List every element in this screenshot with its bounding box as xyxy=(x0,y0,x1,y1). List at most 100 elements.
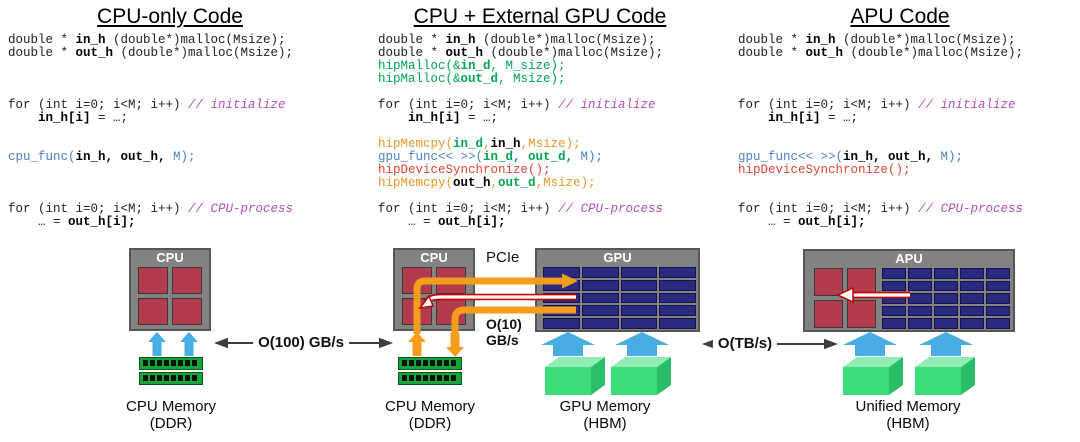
memory-type: (DDR) xyxy=(408,414,452,432)
code-line: in_h[i] = …; xyxy=(768,111,859,125)
code-line: for (int i=0; i<M; i++) // initialize xyxy=(738,98,1016,112)
code-line: gpu_func<< >>(in_d, out_d, M); xyxy=(378,150,604,164)
chip-label: CPU xyxy=(156,250,184,265)
code-line: double * in_h (double*)malloc(Msize); xyxy=(8,33,286,47)
hbm-box xyxy=(545,357,605,395)
pcie-label: PCIe xyxy=(486,249,520,266)
code-line xyxy=(8,73,293,86)
apu-chip: APU xyxy=(803,249,1015,332)
memory-name: CPU Memory xyxy=(125,398,216,415)
cpu-core xyxy=(847,268,876,296)
pcie-rate-line2: GB/s xyxy=(486,332,519,348)
memory-up-arrow xyxy=(541,332,595,356)
code-line xyxy=(738,60,1023,73)
gpu-compute-unit xyxy=(581,267,619,278)
cpu-core xyxy=(847,300,876,328)
cpu-cores xyxy=(138,267,202,325)
chip-label: CPU xyxy=(420,250,448,265)
gpu-compute-unit xyxy=(960,305,984,317)
code-line: gpu_func<< >>(in_h, out_h, M); xyxy=(738,150,964,164)
ddr-bandwidth-label: O(100) GB/s xyxy=(253,335,349,351)
cpu-core xyxy=(138,267,168,294)
gpu-compute-unit xyxy=(986,305,1010,317)
gpu-compute-unit xyxy=(620,292,658,304)
code-line: cpu_func(in_h, out_h, M); xyxy=(8,150,196,164)
gpu-compute-unit xyxy=(882,305,906,317)
cpu-core xyxy=(814,300,843,328)
code-line: hipDeviceSynchronize(); xyxy=(378,163,551,177)
apu-cpu-cores xyxy=(814,268,876,328)
cpu-core xyxy=(138,298,168,325)
memory-name: Unified Memory xyxy=(855,398,961,415)
gpu-compute-unit xyxy=(581,279,619,291)
memory-up-arrow xyxy=(180,332,198,356)
cpu-memory-label-left: CPU Memory (DDR) xyxy=(91,398,251,432)
gpu-compute-unit xyxy=(543,318,580,329)
ddr-dimm xyxy=(398,372,462,385)
hbm-box xyxy=(915,357,975,395)
code-line: double * out_h (double*)malloc(Msize); xyxy=(738,46,1024,60)
gpu-compute-unit xyxy=(543,292,580,304)
gpu-compute-unit xyxy=(620,305,658,317)
code-line xyxy=(738,125,1023,138)
gpu-compute-unit xyxy=(934,305,958,317)
pcie-rate-label: O(10) GB/s xyxy=(486,316,522,348)
memory-up-arrow xyxy=(919,332,973,356)
code-line: for (int i=0; i<M; i++) // CPU-process xyxy=(738,202,1024,216)
apu-gpu-cells xyxy=(882,268,1010,329)
code-line: … = out_h[i]; xyxy=(738,215,866,229)
code-line: hipMalloc(&out_d, Msize); xyxy=(378,72,566,86)
gpu-compute-unit xyxy=(934,293,958,304)
gpu-cells xyxy=(543,267,696,329)
gpu-chip: GPU xyxy=(535,248,700,332)
gpu-compute-unit xyxy=(986,280,1010,292)
gpu-compute-unit xyxy=(960,280,984,292)
cpu-core xyxy=(402,267,432,294)
gpu-compute-unit xyxy=(882,280,906,292)
gpu-compute-unit xyxy=(882,318,906,329)
column-title-apu: APU Code xyxy=(850,5,950,28)
code-line xyxy=(8,164,293,177)
code-block-apu: double * in_h (double*)malloc(Msize);dou… xyxy=(738,34,1023,229)
column-title-cpu-only: CPU-only Code xyxy=(97,5,243,28)
code-line: double * out_h (double*)malloc(Msize); xyxy=(378,46,664,60)
gpu-compute-unit xyxy=(908,305,932,317)
code-line: for (int i=0; i<M; i++) // CPU-process xyxy=(8,202,294,216)
ddr-up-arrow xyxy=(408,332,426,356)
memory-name: GPU Memory xyxy=(559,398,651,415)
hbm-bandwidth-label: O(TB/s) xyxy=(712,336,778,352)
code-line: for (int i=0; i<M; i++) // CPU-process xyxy=(378,202,664,216)
code-line: hipMalloc(&in_d, M_size); xyxy=(378,59,566,73)
gpu-compute-unit xyxy=(934,280,958,292)
code-block-cpu-gpu: double * in_h (double*)malloc(Msize);dou… xyxy=(378,34,663,229)
ddr-dimm xyxy=(398,357,462,370)
gpu-compute-unit xyxy=(908,268,932,279)
cpu-cores xyxy=(402,267,466,325)
column-title-cpu-gpu: CPU + External GPU Code xyxy=(413,5,667,28)
pcie-rate-line1: O(10) xyxy=(486,316,522,332)
gpu-compute-unit xyxy=(620,318,658,329)
code-line xyxy=(8,125,293,138)
memory-type: (HBM) xyxy=(886,414,930,432)
gpu-compute-unit xyxy=(659,279,696,291)
gpu-compute-unit xyxy=(882,268,906,279)
code-line: … = out_h[i]; xyxy=(8,215,136,229)
memory-type: (DDR) xyxy=(149,414,193,432)
gpu-compute-unit xyxy=(620,279,658,291)
gpu-compute-unit xyxy=(543,267,580,278)
gpu-compute-unit xyxy=(960,293,984,304)
memory-type: (HBM) xyxy=(583,414,627,432)
unified-memory-label: Unified Memory (HBM) xyxy=(828,398,988,432)
cpu-chip-middle: CPU xyxy=(393,248,475,331)
chip-label: APU xyxy=(895,251,923,266)
code-line: in_h[i] = …; xyxy=(38,111,129,125)
gpu-compute-unit xyxy=(581,305,619,317)
code-line: … = out_h[i]; xyxy=(378,215,506,229)
hbm-box xyxy=(611,357,671,395)
cpu-memory-label-middle: CPU Memory (DDR) xyxy=(350,398,510,432)
code-line: for (int i=0; i<M; i++) // initialize xyxy=(378,98,656,112)
gpu-compute-unit xyxy=(960,318,984,329)
gpu-compute-unit xyxy=(620,267,658,278)
gpu-compute-unit xyxy=(659,305,696,317)
